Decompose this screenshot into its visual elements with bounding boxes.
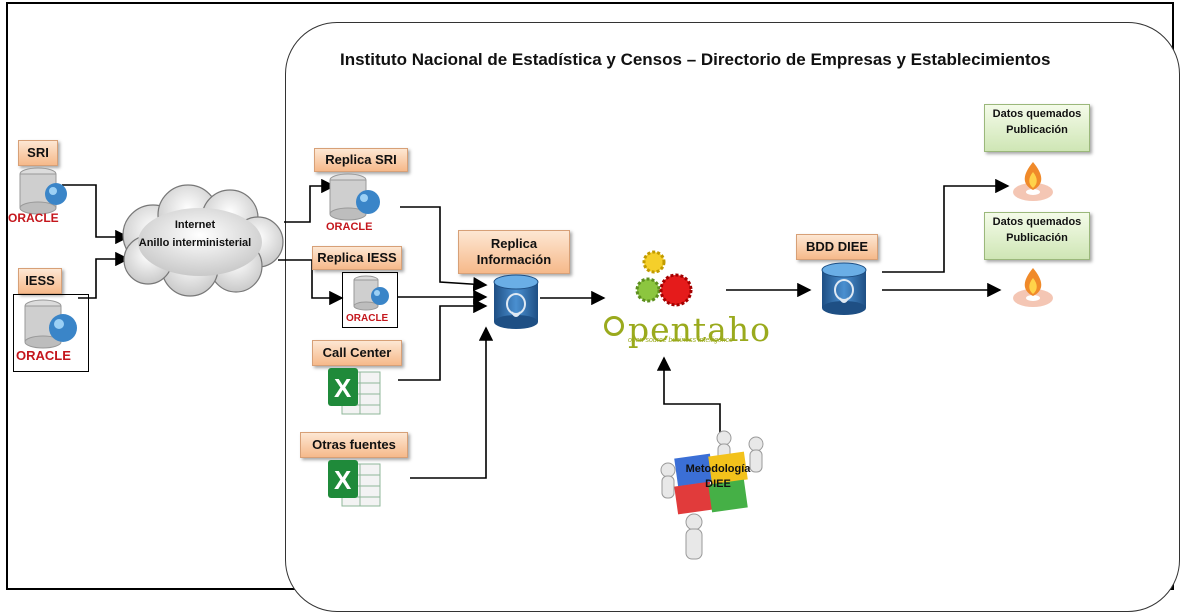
output-1-label: Datos quemados Publicación [984, 104, 1090, 152]
sri-label: SRI [18, 140, 58, 166]
output-2-line2: Publicación [1006, 231, 1068, 244]
iess-oracle-db-icon: ORACLE [16, 299, 77, 363]
output-2-line1: Datos quemados [992, 216, 1082, 228]
otras-fuentes-excel-icon: X [328, 460, 381, 507]
cloud-line2: Anillo interministerial [138, 236, 252, 249]
output-2-disc-icon [1013, 268, 1053, 307]
metodologia-label: Metodología DIEE [682, 462, 754, 492]
replica-informacion-label: Replica Información [458, 230, 570, 274]
replica-iess-oracle-db-icon: ORACLE [346, 275, 389, 324]
svg-text:ORACLE: ORACLE [8, 211, 59, 225]
replica-iess-label: Replica IESS [312, 246, 402, 270]
pentaho-gears-icon [635, 250, 693, 307]
replica-sri-label: Replica SRI [314, 148, 408, 172]
svg-text:ORACLE: ORACLE [326, 221, 372, 233]
pentaho-swirl-icon [604, 316, 624, 336]
replica-sri-oracle-db-icon: ORACLE [326, 173, 380, 233]
iess-highlight-box [13, 294, 89, 372]
output-2-label: Datos quemados Publicación [984, 212, 1090, 260]
replica-iess-highlight-box [342, 272, 398, 328]
svg-text:X: X [334, 373, 352, 403]
bdd-diee-label: BDD DIEE [796, 234, 878, 260]
bdd-diee-postgres-db-icon [821, 262, 867, 315]
pentaho-tagline: open source business intelligence [628, 337, 734, 344]
call-center-label: Call Center [312, 340, 402, 366]
svg-text:ORACLE: ORACLE [16, 348, 71, 363]
otras-fuentes-label: Otras fuentes [300, 432, 408, 458]
call-center-excel-icon: X [328, 368, 381, 415]
metodologia-line2: DIEE [705, 477, 731, 490]
connectors [62, 178, 1010, 479]
output-1-disc-icon [1013, 162, 1053, 201]
svg-text:ORACLE: ORACLE [346, 313, 389, 324]
pentaho-logo-text: pentaho [628, 310, 771, 349]
replica-informacion-line1: Replica [490, 235, 538, 251]
iess-label: IESS [18, 268, 62, 294]
metodologia-puzzle-icon [660, 430, 764, 560]
cloud-label: Internet Anillo interministerial [110, 217, 280, 252]
svg-text:X: X [334, 465, 352, 495]
replica-informacion-postgres-db-icon [493, 274, 539, 329]
output-1-line2: Publicación [1006, 123, 1068, 136]
cloud-icon [122, 184, 284, 297]
diagram-title: Instituto Nacional de Estadística y Cens… [340, 50, 1051, 69]
metodologia-line1: Metodología [685, 463, 751, 475]
output-1-line1: Datos quemados [992, 108, 1082, 120]
cloud-line1: Internet [174, 219, 216, 231]
replica-informacion-line2: Información [476, 252, 552, 267]
sri-oracle-db-icon: ORACLE [8, 167, 67, 225]
